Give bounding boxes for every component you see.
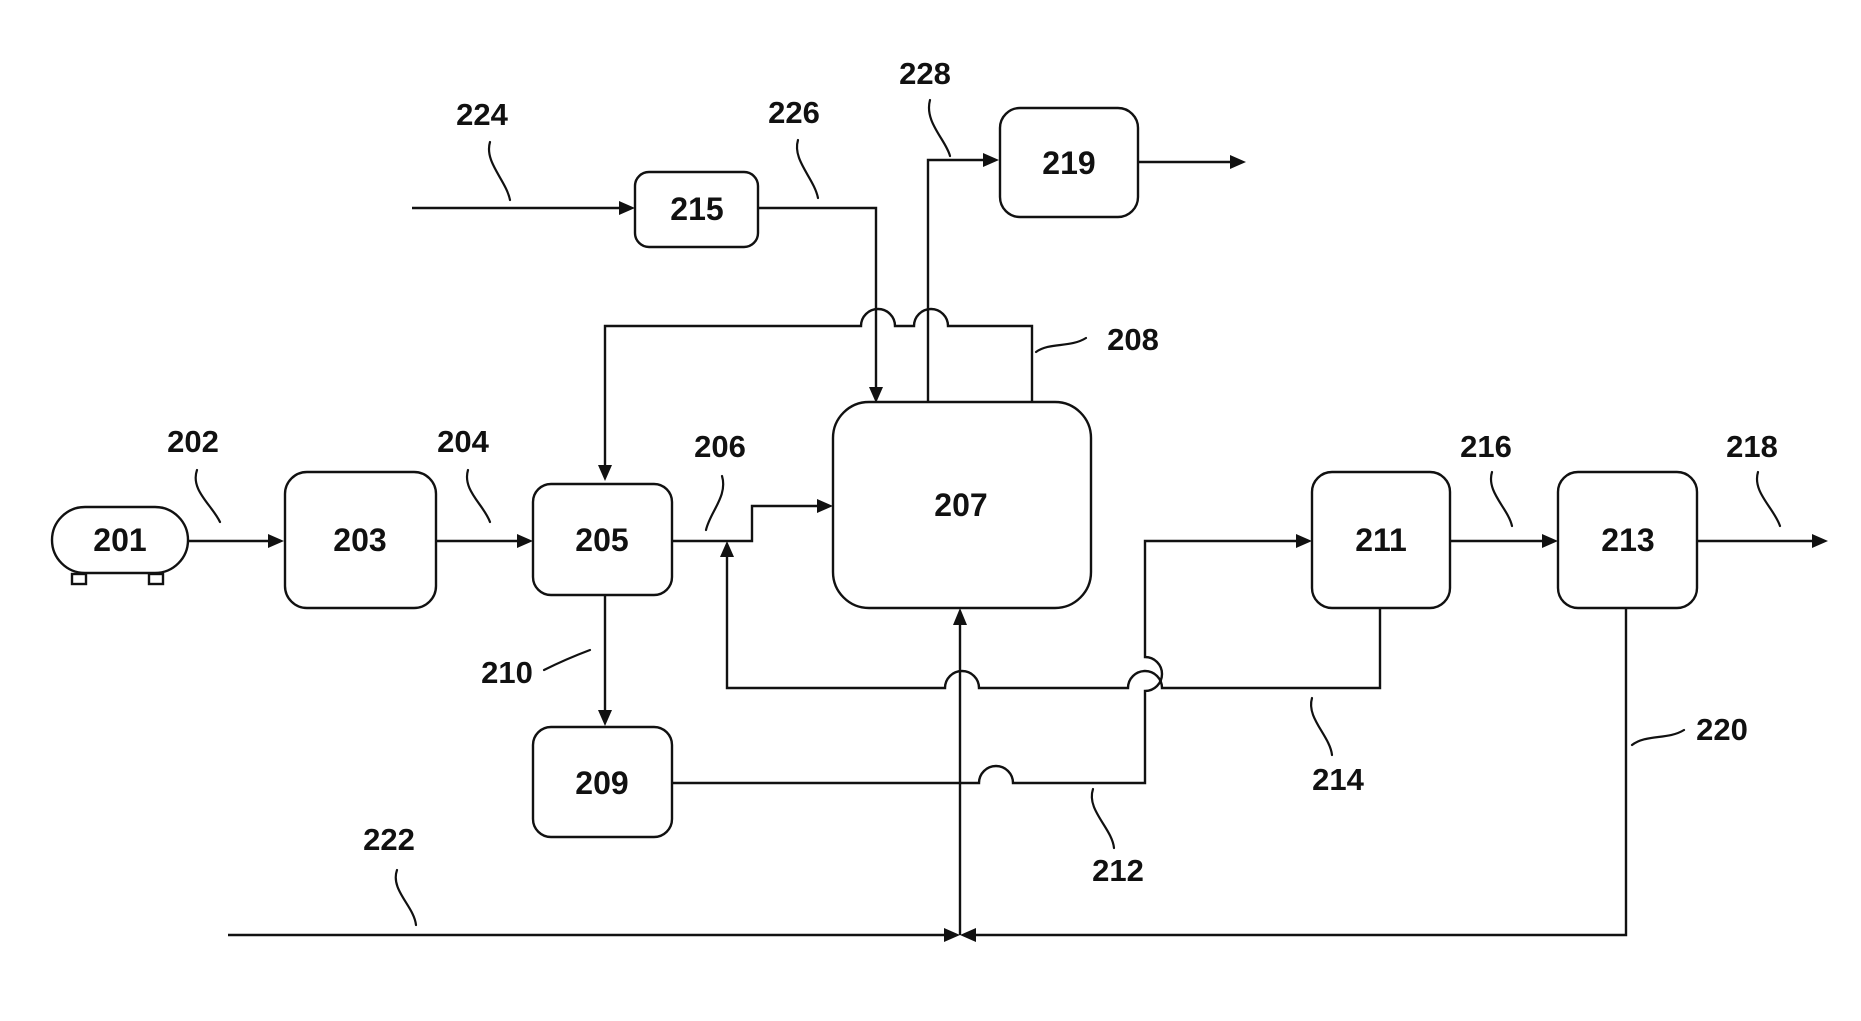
stream-202-arrowhead (268, 534, 284, 548)
unit-219-label: 219 (1042, 145, 1095, 181)
stream-218-arrowhead (1812, 534, 1828, 548)
stream-206-line (672, 506, 818, 541)
stream-228-line (928, 160, 984, 402)
leader-204 (467, 470, 490, 522)
stream-208-arrowhead (598, 465, 612, 481)
unit-203-box: 203 (285, 472, 436, 608)
label-202: 202 (167, 424, 219, 459)
leader-224 (489, 142, 510, 200)
label-218: 218 (1726, 429, 1778, 464)
unit-213-label: 213 (1601, 522, 1654, 558)
leader-208 (1036, 338, 1086, 352)
leader-218 (1757, 472, 1780, 526)
label-216: 216 (1460, 429, 1512, 464)
unit-215-label: 215 (670, 191, 723, 227)
unit-211-box: 211 (1312, 472, 1450, 608)
stream-224-arrowhead (619, 201, 635, 215)
unit-215-box: 215 (635, 172, 758, 247)
unit-209-box: 209 (533, 727, 672, 837)
unit-219-box: 219 (1000, 108, 1138, 217)
label-208: 208 (1107, 322, 1159, 357)
label-220: 220 (1696, 712, 1748, 747)
label-212: 212 (1092, 853, 1144, 888)
unit-205-label: 205 (575, 522, 628, 558)
leader-226 (797, 140, 818, 198)
leader-220 (1632, 730, 1684, 745)
leader-214 (1311, 698, 1332, 755)
unit-201-tank: 201 (52, 507, 188, 584)
stream-210-arrowhead (598, 710, 612, 726)
label-228: 228 (899, 56, 951, 91)
unit-203-label: 203 (333, 522, 386, 558)
unit-207-label: 207 (934, 487, 987, 523)
stream-216-arrowhead (1542, 534, 1558, 548)
unit-205-box: 205 (533, 484, 672, 595)
stream-212-arrowhead (1296, 534, 1312, 548)
leader-210 (544, 650, 590, 670)
unit-207-box: 207 (833, 402, 1091, 608)
label-226: 226 (768, 95, 820, 130)
stream-206-arrowhead (817, 499, 833, 513)
stream-226-line (758, 208, 876, 388)
label-222: 222 (363, 822, 415, 857)
unit-209-label: 209 (575, 765, 628, 801)
leader-228 (929, 100, 950, 156)
stream-214-arrowhead (720, 541, 734, 557)
stream-220-line (974, 608, 1626, 935)
stream-228-arrowhead (983, 153, 999, 167)
unit-219-outlet-arrowhead (1230, 155, 1246, 169)
label-210: 210 (481, 655, 533, 690)
label-224: 224 (456, 97, 508, 132)
label-206: 206 (694, 429, 746, 464)
leader-202 (196, 470, 220, 522)
tank-201-right-foot (149, 574, 163, 584)
leader-222 (396, 870, 416, 925)
stream-226-arrowhead (869, 387, 883, 403)
stream-222-arrowhead (944, 928, 960, 942)
leader-212 (1092, 789, 1114, 848)
unit-211-label: 211 (1355, 522, 1407, 558)
riser-to-207-arrowhead (953, 608, 967, 625)
label-214: 214 (1312, 762, 1364, 797)
stream-204-arrowhead (517, 534, 533, 548)
tank-201-left-foot (72, 574, 86, 584)
label-204: 204 (437, 424, 489, 459)
leader-216 (1491, 472, 1512, 526)
leader-206 (706, 476, 723, 530)
unit-213-box: 213 (1558, 472, 1697, 608)
unit-201-label: 201 (93, 522, 146, 558)
stream-220-arrowhead (960, 928, 976, 942)
